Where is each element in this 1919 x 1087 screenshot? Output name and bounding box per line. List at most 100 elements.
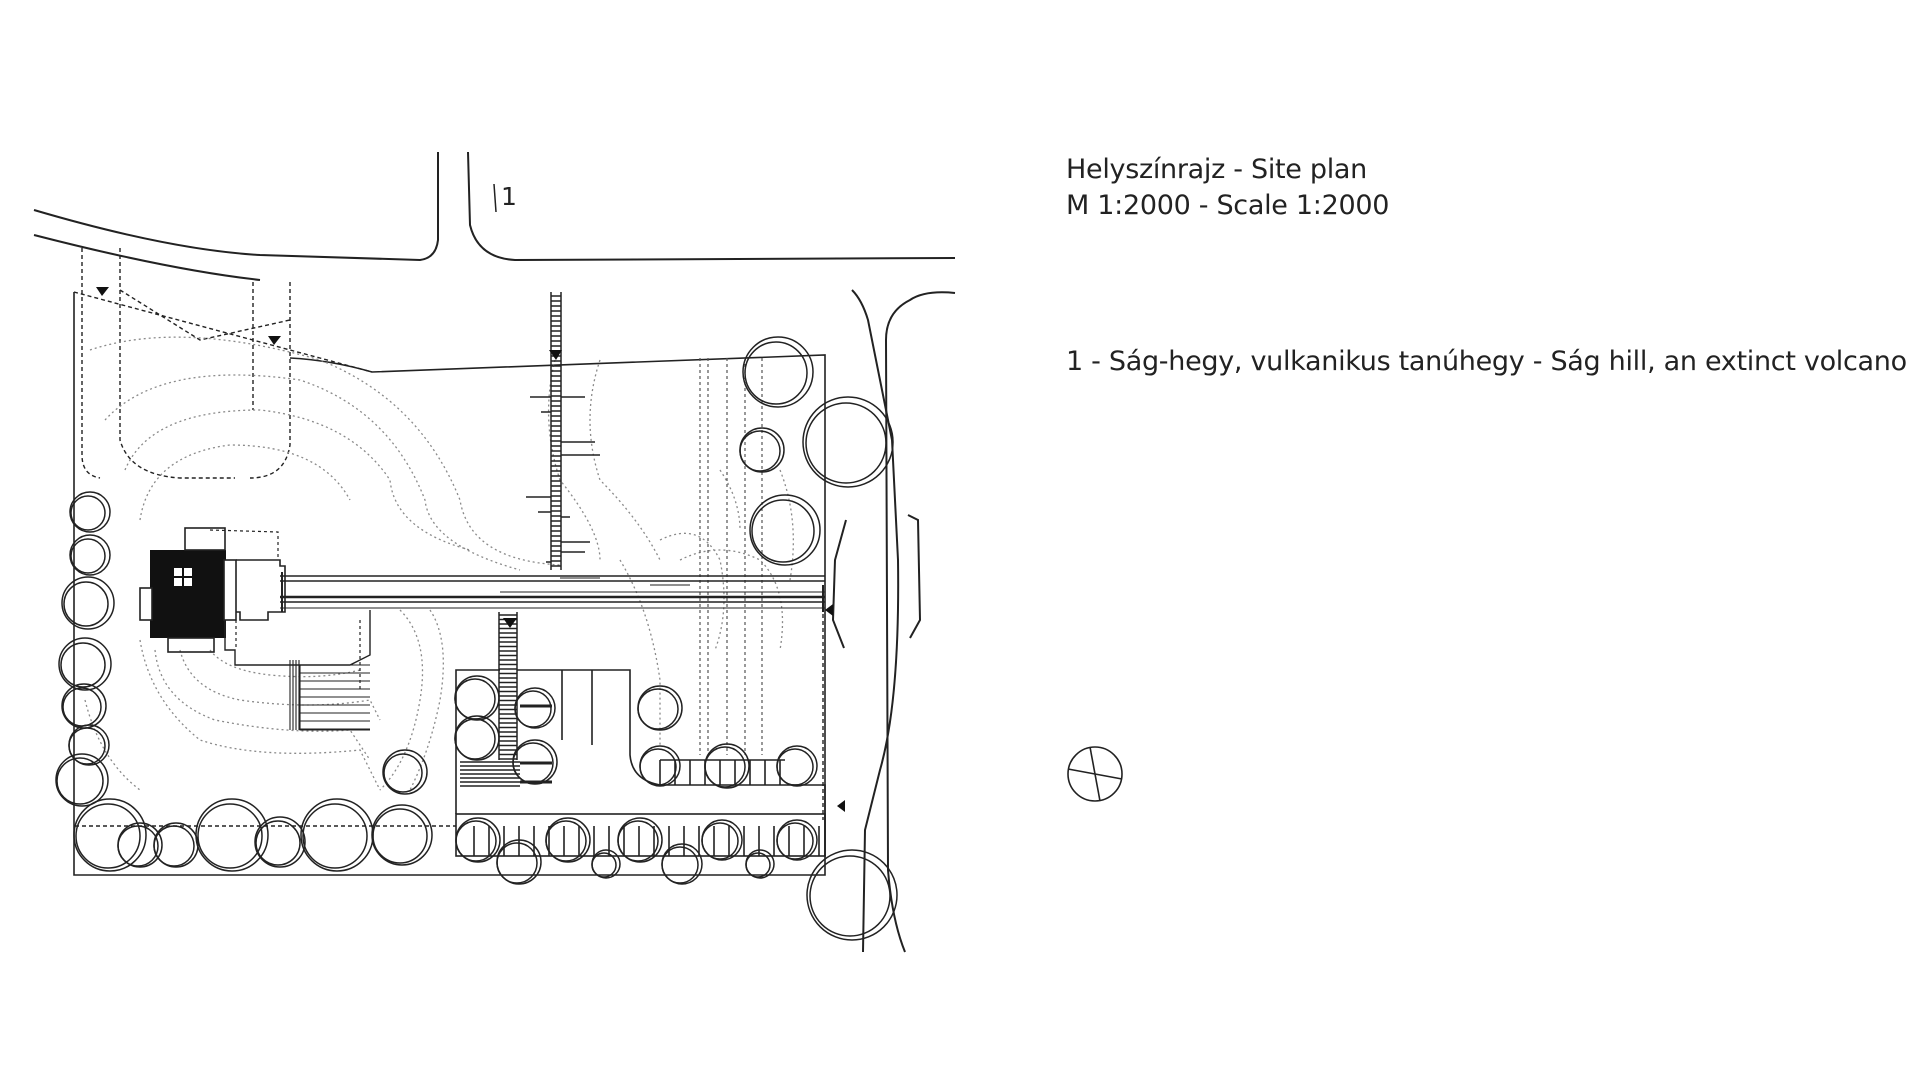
tree-canopy-inner (512, 742, 554, 784)
tree-canopy-inner (639, 748, 677, 786)
stair-landing (460, 761, 520, 787)
tree-canopy (61, 576, 115, 630)
tree-canopy-inner (75, 803, 141, 869)
parking-outline-curve (119, 248, 235, 479)
tree-canopy-inner (809, 855, 891, 937)
tree-canopy-inner (704, 746, 746, 788)
tree-canopy-inner (197, 803, 263, 869)
marker-tick (493, 183, 497, 213)
tree-canopy-inner (701, 822, 739, 860)
entry-arrow-3 (549, 350, 562, 360)
tree-canopy (58, 637, 112, 691)
window-1 (174, 568, 182, 576)
contour-12 (589, 359, 661, 561)
tree-canopy (69, 491, 111, 533)
tree-canopy-inner (60, 642, 106, 688)
main-road-south-edge (33, 234, 261, 281)
compass-rose-icon (1067, 746, 1123, 802)
main-axis (280, 572, 825, 612)
contour-2 (104, 374, 521, 571)
entry-arrow-1 (96, 287, 109, 296)
entry-arrow-2 (268, 336, 281, 345)
roundabout-strip (907, 514, 922, 639)
contour-13 (619, 559, 661, 745)
tree-canopy (69, 534, 111, 576)
entry-arrow-6 (837, 800, 845, 812)
parking-bays-east (659, 760, 781, 785)
tree-canopy-inner (70, 538, 106, 574)
boundary-dash-north (73, 291, 373, 373)
contour-16 (779, 469, 794, 581)
tree-canopy (55, 753, 109, 807)
tree-canopy (382, 749, 428, 795)
terrace-outline-2 (224, 610, 371, 666)
tree-canopy-inner (776, 748, 814, 786)
viewpoint-marker-label: 1 (501, 182, 517, 211)
building-wing-west (139, 587, 153, 621)
compass-cross (1089, 746, 1101, 802)
tree-canopy-inner (744, 341, 808, 405)
drawing-title-block: Helyszínrajz - Site plan M 1:2000 - Scal… (1066, 152, 1389, 224)
tree-canopy-inner (739, 430, 781, 472)
legend-item: 1 - Ság-hegy, vulkanikus tanúhegy - Ság … (1066, 346, 1907, 377)
main-road-north-edge (33, 152, 439, 262)
tree-canopy-inner (153, 825, 195, 867)
stair-steps (551, 295, 561, 567)
tree-canopy-inner (383, 753, 423, 793)
tree-canopy-inner (372, 808, 428, 864)
contour-8 (209, 649, 361, 678)
building-entry (184, 527, 226, 551)
tree-canopy-inner (68, 727, 106, 765)
contour-3 (124, 409, 471, 551)
tree-canopy (254, 816, 306, 868)
tree-canopy-inner (545, 820, 587, 862)
tree-canopy-inner (255, 820, 301, 866)
contour-11 (547, 359, 601, 561)
building-complex (139, 527, 371, 731)
entry-arrow-4 (503, 618, 517, 628)
contour-18 (84, 699, 141, 791)
window-3 (174, 578, 182, 586)
building-wing-east (223, 559, 237, 621)
tree-canopy-inner (56, 757, 104, 805)
stair-branches (526, 396, 600, 563)
terrace-dash (209, 529, 361, 690)
window-4 (184, 578, 192, 586)
contour-7 (179, 649, 381, 721)
east-road-inner-edge (851, 289, 900, 953)
tree-canopy-inner (617, 820, 659, 862)
drawing-scale: M 1:2000 - Scale 1:2000 (1066, 190, 1390, 221)
side-road-west-edge (467, 151, 956, 262)
tree-canopy (742, 336, 814, 408)
parking-bays-south (473, 826, 820, 856)
tree-canopy-inner (454, 718, 496, 760)
terrace-outline (236, 559, 286, 621)
tree-canopy-inner (454, 678, 496, 720)
tree-canopy (73, 798, 147, 872)
contour-15 (679, 549, 784, 651)
tree-canopy-inner (591, 852, 617, 878)
contour-10 (409, 609, 444, 791)
tree-canopy (195, 798, 269, 872)
parking-outline-east-b (249, 282, 291, 479)
tree-canopy-inner (776, 822, 814, 860)
tree-canopy-inner (70, 495, 106, 531)
tree-canopy-inner (302, 803, 368, 869)
building-south-annex (167, 637, 215, 653)
window-2 (184, 568, 192, 576)
contour-9 (379, 609, 424, 791)
tree-canopy-inner (661, 846, 699, 884)
entry-arrow-5 (825, 604, 833, 616)
parking-frame (455, 813, 826, 857)
entry-markers (96, 287, 845, 812)
trees (55, 336, 898, 941)
contour-6 (154, 649, 371, 761)
tree-canopy-inner (637, 688, 679, 730)
tree-canopy-inner (496, 842, 538, 884)
tree-canopy-inner (117, 825, 159, 867)
compass-ring (1067, 746, 1123, 802)
tree-canopy-inner (63, 581, 109, 627)
inner-dash (119, 289, 291, 341)
dashed-paths (73, 248, 824, 827)
east-road-edge (884, 291, 956, 953)
